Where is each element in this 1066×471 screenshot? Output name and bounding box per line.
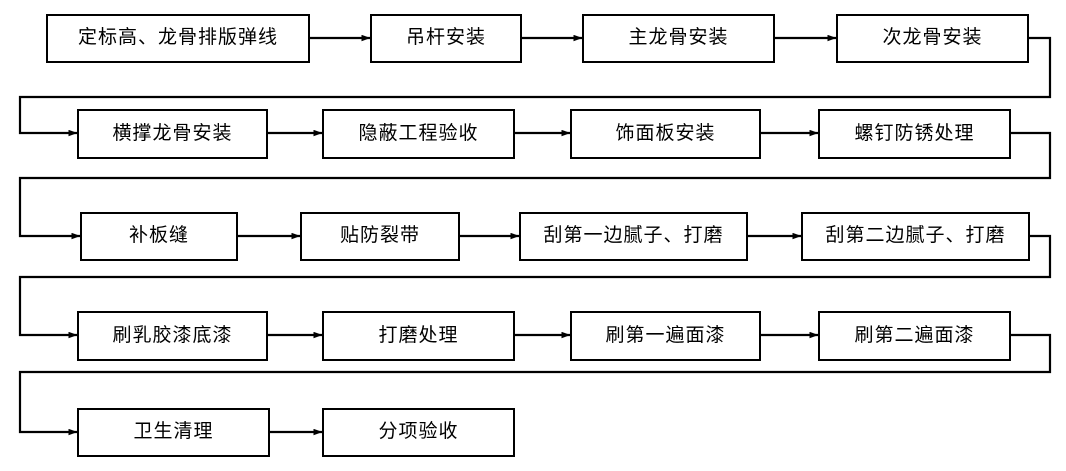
process-box-n8[interactable]: 螺钉防锈处理	[818, 109, 1011, 159]
process-box-n2[interactable]: 吊杆安装	[370, 14, 522, 63]
process-box-n3[interactable]: 主龙骨安装	[582, 14, 775, 63]
process-box-n14[interactable]: 打磨处理	[322, 311, 515, 361]
process-box-label: 刮第二边腻子、打磨	[825, 225, 1006, 247]
process-box-n17[interactable]: 卫生清理	[77, 408, 270, 457]
process-box-label: 刷第一遍面漆	[605, 324, 726, 346]
process-box-n18[interactable]: 分项验收	[322, 408, 515, 457]
process-box-n4[interactable]: 次龙骨安装	[836, 14, 1029, 63]
process-box-n13[interactable]: 刷乳胶漆底漆	[77, 311, 268, 361]
process-box-label: 隐蔽工程验收	[358, 122, 479, 144]
process-box-label: 打磨处理	[378, 324, 459, 346]
process-box-n1[interactable]: 定标高、龙骨排版弹线	[46, 14, 310, 63]
process-box-label: 刮第一边腻子、打磨	[543, 225, 724, 247]
process-box-label: 刷第二遍面漆	[854, 324, 975, 346]
process-box-label: 贴防裂带	[339, 225, 420, 247]
process-box-label: 刷乳胶漆底漆	[112, 324, 233, 346]
process-box-label: 补板缝	[128, 225, 189, 247]
process-box-n12[interactable]: 刮第二边腻子、打磨	[801, 212, 1030, 261]
process-box-label: 吊杆安装	[405, 27, 486, 49]
process-box-n9[interactable]: 补板缝	[80, 212, 238, 261]
process-box-label: 定标高、龙骨排版弹线	[77, 27, 278, 49]
process-box-label: 螺钉防锈处理	[854, 122, 975, 144]
process-box-label: 横撑龙骨安装	[112, 122, 233, 144]
process-box-n11[interactable]: 刮第一边腻子、打磨	[519, 212, 748, 261]
process-box-n5[interactable]: 横撑龙骨安装	[77, 109, 268, 159]
process-box-n6[interactable]: 隐蔽工程验收	[322, 109, 515, 159]
process-box-label: 分项验收	[378, 421, 459, 443]
process-box-n15[interactable]: 刷第一遍面漆	[570, 311, 761, 361]
process-box-label: 主龙骨安装	[628, 27, 729, 49]
process-box-label: 次龙骨安装	[882, 27, 983, 49]
process-box-label: 卫生清理	[133, 421, 214, 443]
process-box-n10[interactable]: 贴防裂带	[300, 212, 460, 261]
process-box-n7[interactable]: 饰面板安装	[570, 109, 761, 159]
process-box-n16[interactable]: 刷第二遍面漆	[818, 311, 1011, 361]
process-box-label: 饰面板安装	[615, 122, 716, 144]
